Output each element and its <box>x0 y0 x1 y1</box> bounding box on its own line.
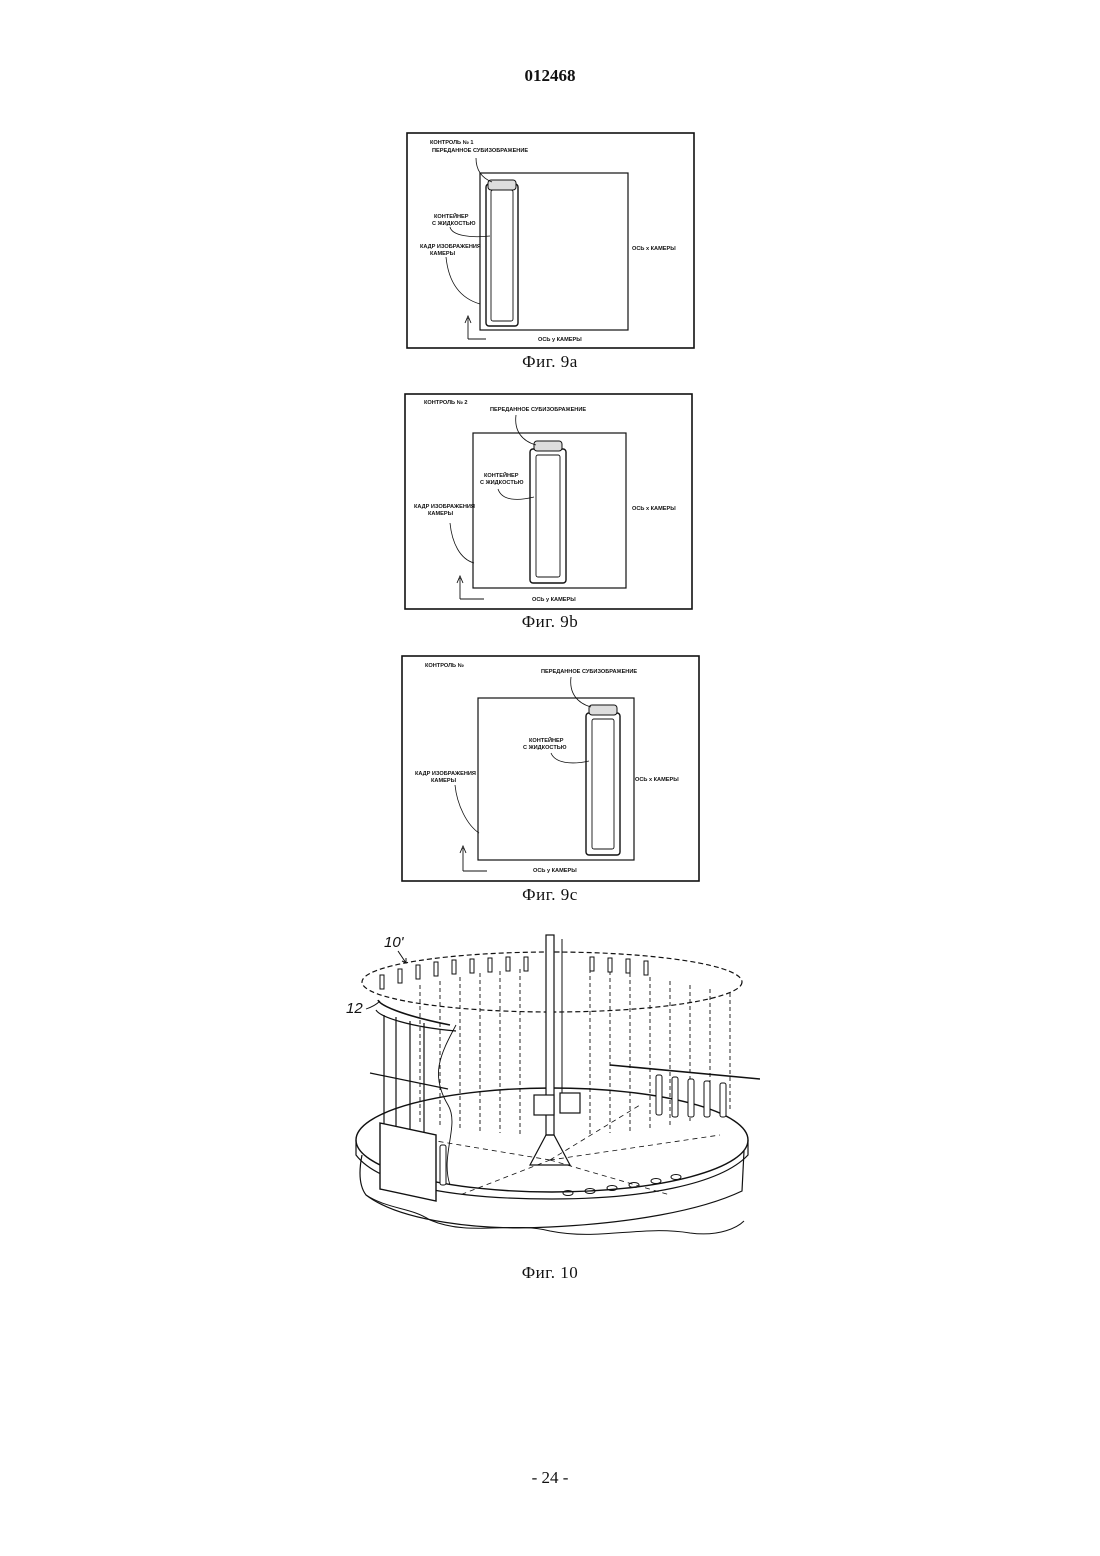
figure-9c-drawing: КОНТРОЛЬ № ПЕРЕДАННОЕ СУБИЗОБРАЖЕНИЕ КОН… <box>401 655 701 883</box>
left-panel <box>380 1123 436 1201</box>
frame-label-line1: КАДР ИЗОБРАЖЕНИЯ <box>420 244 481 250</box>
top-ring-front <box>378 1000 450 1025</box>
container-label-line2: С ЖИДКОСТЬЮ <box>432 221 476 227</box>
outer-frame <box>407 133 694 348</box>
figure-9b-drawing: КОНТРОЛЬ № 2 ПЕРЕДАННОЕ СУБИЗОБРАЖЕНИЕ К… <box>404 393 694 611</box>
page-number: - 24 - <box>0 1468 1100 1488</box>
figure-10-drawing: 10' 12 <box>340 925 760 1245</box>
ref-12-leader <box>366 1001 380 1009</box>
frame-leader <box>455 785 479 833</box>
ref-label-10: 10' <box>384 934 405 951</box>
y-axis-label: ОСЬ y КАМЕРЫ <box>538 337 582 343</box>
camera-image-frame <box>478 698 634 860</box>
top-ring-lower <box>376 1010 456 1031</box>
subimage-label: ПЕРЕДАННОЕ СУБИЗОБРАЖЕНИЕ <box>490 407 586 413</box>
x-axis-label: ОСЬ x КАМЕРЫ <box>632 506 676 512</box>
subimage-label: ПЕРЕДАННОЕ СУБИЗОБРАЖЕНИЕ <box>541 669 637 675</box>
x-axis-label: ОСЬ x КАМЕРЫ <box>635 777 679 783</box>
document-number: 012468 <box>0 66 1100 86</box>
figure-10-caption: Фиг. 10 <box>400 1263 700 1283</box>
subimage-leader <box>571 677 591 707</box>
container-leader <box>450 227 490 237</box>
container-label-line2: С ЖИДКОСТЬЮ <box>480 480 524 486</box>
disc-holes <box>563 1175 681 1196</box>
figure-9c-caption: Фиг. 9c <box>400 885 700 905</box>
axis-arrow <box>465 316 486 339</box>
ref-label-12: 12 <box>346 1000 363 1017</box>
subimage-leader <box>476 158 492 182</box>
control-label: КОНТРОЛЬ № 1 <box>430 140 474 146</box>
figure-9b: КОНТРОЛЬ № 2 ПЕРЕДАННОЕ СУБИЗОБРАЖЕНИЕ К… <box>404 393 694 611</box>
camera-head-right <box>560 1093 580 1113</box>
container-label-line2: С ЖИДКОСТЬЮ <box>523 745 567 751</box>
container-label-line1: КОНТЕЙНЕР <box>434 212 469 220</box>
transmitted-subimage <box>534 441 562 451</box>
frame-label-line1: КАДР ИЗОБРАЖЕНИЯ <box>415 771 476 777</box>
figure-9a-caption: Фиг. 9a <box>400 352 700 372</box>
liquid-container <box>586 713 620 855</box>
figure-9a-drawing: КОНТРОЛЬ № 1 ПЕРЕДАННОЕ СУБИЗОБРАЖЕНИЕ К… <box>406 132 696 350</box>
transmitted-subimage <box>488 180 516 190</box>
base-cut-edge <box>366 1195 744 1234</box>
frame-leader <box>450 523 474 563</box>
ref-10-arrow <box>398 951 406 963</box>
liquid-container <box>530 449 566 583</box>
y-axis-label: ОСЬ y КАМЕРЫ <box>532 597 576 603</box>
frame-label-line2: КАМЕРЫ <box>430 251 456 257</box>
container-label-line1: КОНТЕЙНЕР <box>484 471 519 479</box>
x-axis-label: ОСЬ x КАМЕРЫ <box>632 246 676 252</box>
transmitted-subimage <box>589 705 617 715</box>
liquid-container-inner <box>592 719 614 849</box>
left-container <box>440 1145 446 1185</box>
top-posts <box>380 957 648 989</box>
camera-head-left <box>534 1095 554 1115</box>
y-axis-label: ОСЬ y КАМЕРЫ <box>533 868 577 874</box>
axis-arrow <box>460 846 487 871</box>
frame-label-line2: КАМЕРЫ <box>428 511 454 517</box>
control-label: КОНТРОЛЬ № <box>425 663 464 669</box>
figure-9b-caption: Фиг. 9b <box>400 612 700 632</box>
outer-frame <box>402 656 699 881</box>
frame-label-line2: КАМЕРЫ <box>431 778 457 784</box>
control-label: КОНТРОЛЬ № 2 <box>424 400 468 406</box>
camera-image-frame <box>480 173 628 330</box>
figure-9a: КОНТРОЛЬ № 1 ПЕРЕДАННОЕ СУБИЗОБРАЖЕНИЕ К… <box>406 132 696 350</box>
subimage-leader <box>516 415 536 445</box>
camera-image-frame <box>473 433 626 588</box>
figure-10: 10' 12 <box>340 925 760 1245</box>
frame-leader <box>446 257 480 304</box>
frame-label-line1: КАДР ИЗОБРАЖЕНИЯ <box>414 504 475 510</box>
right-rack-bar <box>610 1065 760 1079</box>
container-leader <box>498 489 534 499</box>
column-base <box>530 1135 570 1165</box>
container-leader <box>551 753 589 763</box>
container-label-line1: КОНТЕЙНЕР <box>529 736 564 744</box>
subimage-label: ПЕРЕДАННОЕ СУБИЗОБРАЖЕНИЕ <box>432 148 528 154</box>
figure-9c: КОНТРОЛЬ № ПЕРЕДАННОЕ СУБИЗОБРАЖЕНИЕ КОН… <box>401 655 701 883</box>
liquid-container-inner <box>491 190 513 321</box>
liquid-container-inner <box>536 455 560 577</box>
